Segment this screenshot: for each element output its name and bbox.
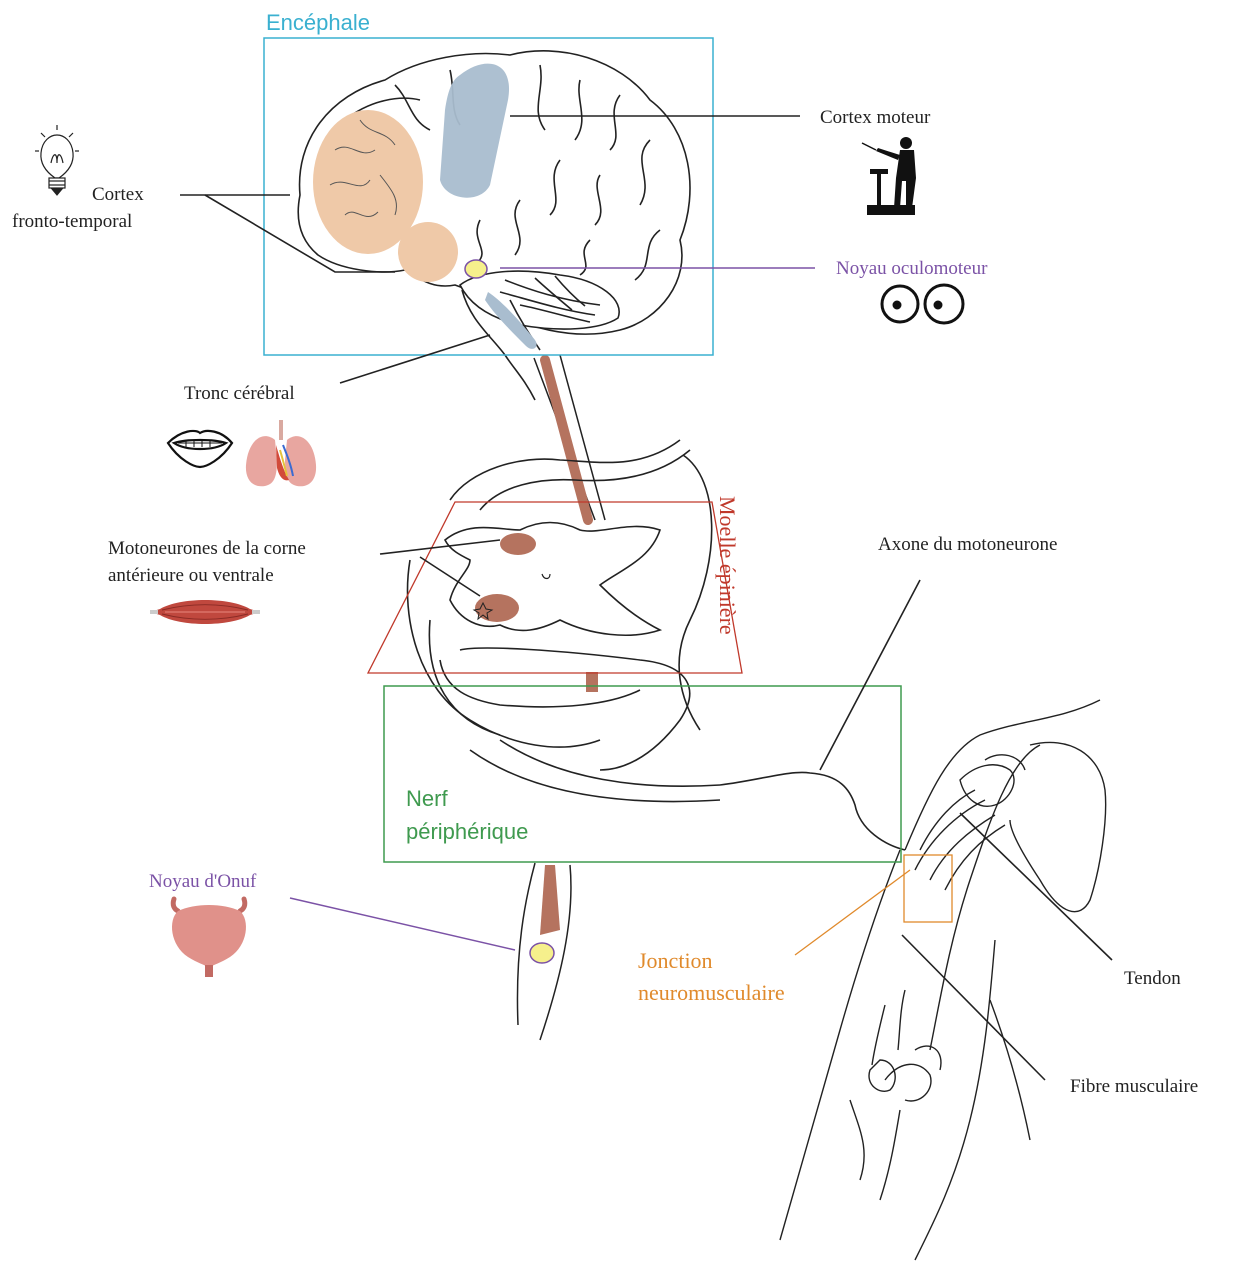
- central-canal: [542, 574, 550, 579]
- leader-tronc: [340, 335, 490, 383]
- label-jonction-2: neuromusculaire: [638, 980, 785, 1005]
- eyes-icon: [882, 285, 963, 323]
- label-encephale: Encéphale: [266, 10, 370, 35]
- label-jonction-1: Jonction: [638, 948, 713, 973]
- noyau-onuf-nucleus: [530, 943, 554, 963]
- label-fibre-musculaire: Fibre musculaire: [1070, 1076, 1198, 1097]
- bladder-icon: [172, 899, 246, 977]
- label-cortex-moteur: Cortex moteur: [820, 107, 931, 128]
- label-noyau-onuf: Noyau d'Onuf: [149, 871, 257, 892]
- motoneuron-lower: [475, 594, 519, 622]
- leader-motoneurone-b: [420, 557, 480, 596]
- moelle-epiniere-box: [368, 502, 742, 673]
- label-tendon: Tendon: [1124, 968, 1181, 989]
- leader-tendon: [960, 813, 1112, 960]
- leader-onuf: [290, 898, 515, 950]
- label-nerf-1: Nerf: [406, 786, 448, 811]
- motoneuron-upper: [500, 533, 536, 555]
- spinal-cord-tract: [534, 355, 605, 520]
- muscle-icon: [150, 600, 260, 624]
- label-axone: Axone du motoneurone: [878, 534, 1057, 555]
- label-tronc-cerebral: Tronc cérébral: [184, 383, 295, 404]
- arm: [780, 700, 1106, 1260]
- leader-jonction: [795, 870, 910, 955]
- leader-motoneurone-a: [380, 540, 500, 554]
- lungs-icon: [246, 420, 316, 486]
- label-cortex-fronto-2: fronto-temporal: [12, 211, 132, 232]
- axon-path: [720, 772, 905, 850]
- lower-cord: [517, 863, 571, 1040]
- mouth-icon: [168, 431, 232, 467]
- leader-axone: [820, 580, 920, 770]
- label-nerf-2: périphérique: [406, 819, 528, 844]
- label-cortex-fronto-1: Cortex: [92, 184, 144, 205]
- label-motoneurones-2: antérieure ou ventrale: [108, 565, 274, 586]
- label-moelle-epiniere: Moelle épinière: [715, 496, 740, 635]
- lightbulb-icon: [35, 125, 79, 195]
- leader-fibre: [902, 935, 1045, 1080]
- label-motoneurones-1: Motoneurones de la corne: [108, 538, 306, 559]
- temporal-pole-region: [398, 222, 458, 282]
- label-noyau-oculomoteur: Noyau oculomoteur: [836, 258, 988, 279]
- spinal-cord-section: [408, 440, 721, 802]
- jonction-box: [904, 855, 952, 922]
- cord-tract-lower-segment: [586, 672, 598, 692]
- conductor-icon: [862, 137, 916, 215]
- noyau-oculomoteur-nucleus: [465, 260, 487, 278]
